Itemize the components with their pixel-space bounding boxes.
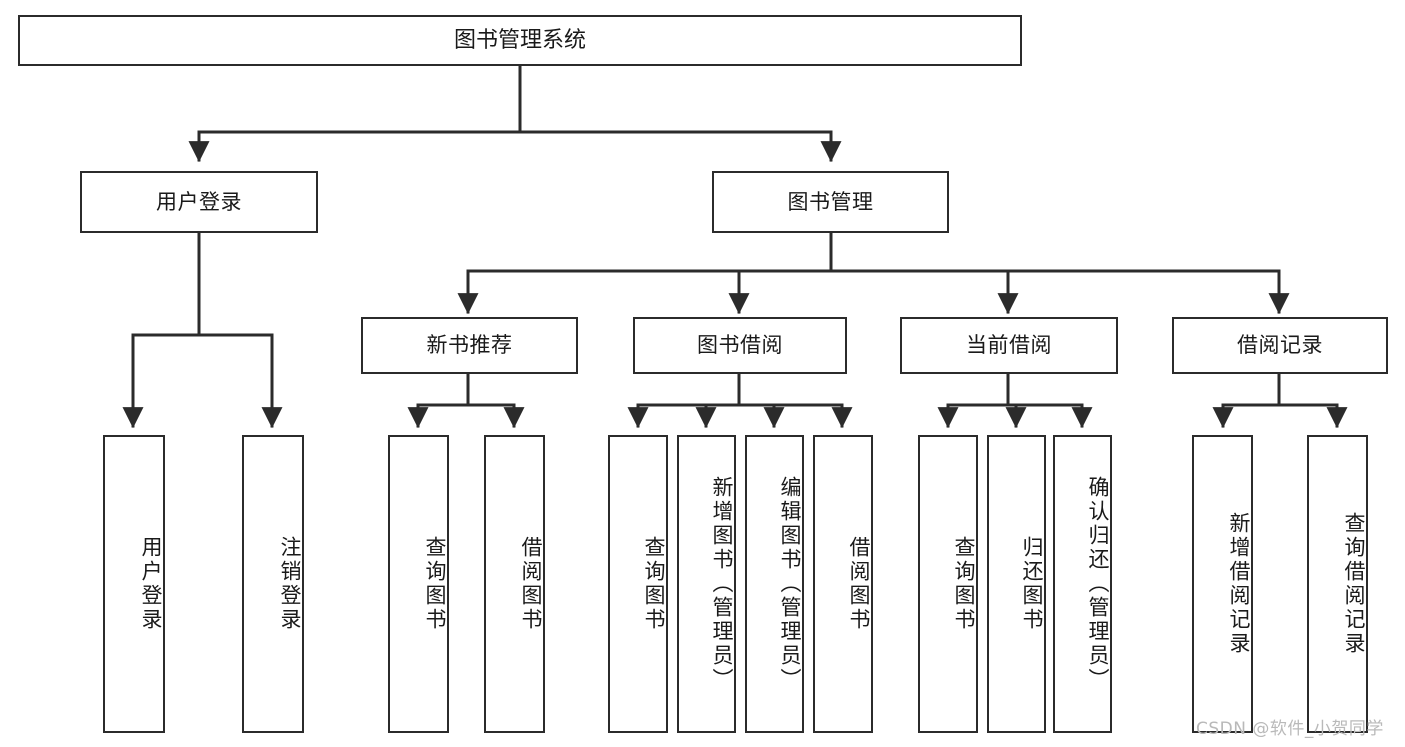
node-new-book-recommendation[interactable]: 新书推荐 [361,317,578,374]
leaf-label: 编辑图书（管理员） [778,476,802,692]
leaf-label: 归还图书 [1020,536,1044,632]
node-borrowing-record[interactable]: 借阅记录 [1172,317,1388,374]
leaf-label: 用户登录 [139,536,163,632]
leaf-user-login-logout[interactable]: 注销登录 [242,435,304,733]
leaf-book-borrow-borrow[interactable]: 借阅图书 [813,435,873,733]
leaf-new-book-query[interactable]: 查询图书 [388,435,449,733]
leaf-book-borrow-add[interactable]: 新增图书（管理员） [677,435,736,733]
leaf-book-borrow-query[interactable]: 查询图书 [608,435,668,733]
leaf-label: 借阅图书 [519,536,543,632]
leaf-current-borrow-query[interactable]: 查询图书 [918,435,978,733]
leaf-current-borrow-return[interactable]: 归还图书 [987,435,1046,733]
leaf-borrow-record-query[interactable]: 查询借阅记录 [1307,435,1368,733]
leaf-book-borrow-edit[interactable]: 编辑图书（管理员） [745,435,804,733]
leaf-label: 查询图书 [642,536,666,632]
leaf-label: 查询借阅记录 [1342,512,1366,656]
node-current-borrowing[interactable]: 当前借阅 [900,317,1118,374]
node-book-management[interactable]: 图书管理 [712,171,949,233]
leaf-label: 新增借阅记录 [1227,512,1251,656]
node-user-login[interactable]: 用户登录 [80,171,318,233]
leaf-label: 查询图书 [423,536,447,632]
node-book-borrowing[interactable]: 图书借阅 [633,317,847,374]
leaf-label: 确认归还（管理员） [1086,476,1110,692]
leaf-label: 查询图书 [952,536,976,632]
leaf-current-borrow-confirm[interactable]: 确认归还（管理员） [1053,435,1112,733]
leaf-borrow-record-add[interactable]: 新增借阅记录 [1192,435,1253,733]
node-root-system[interactable]: 图书管理系统 [18,15,1022,66]
leaf-label: 借阅图书 [847,536,871,632]
csdn-watermark: CSDN @软件_小贺同学 [1196,719,1384,739]
leaf-label: 注销登录 [278,536,302,632]
leaf-new-book-borrow[interactable]: 借阅图书 [484,435,545,733]
leaf-user-login-login[interactable]: 用户登录 [103,435,165,733]
leaf-label: 新增图书（管理员） [710,476,734,692]
